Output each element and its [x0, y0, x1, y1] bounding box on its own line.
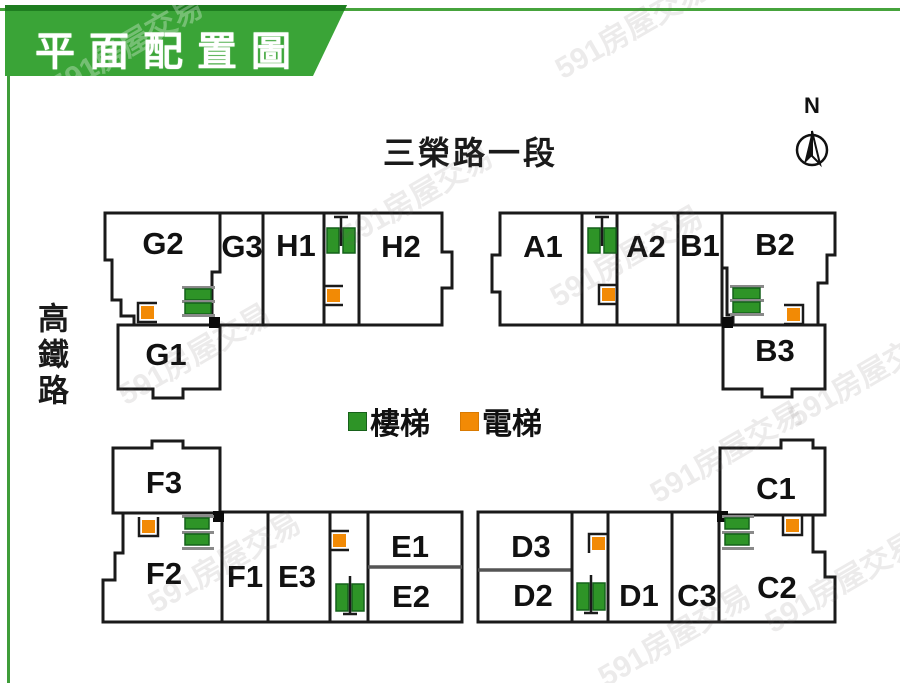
stairs-icon [724, 517, 750, 530]
unit-label-C2: C2 [757, 570, 797, 605]
unit-label-G1: G1 [145, 337, 186, 372]
elevator-icon [333, 534, 346, 547]
legend-item-elevator: 電梯 [460, 399, 542, 443]
elevator-bracket [328, 529, 349, 552]
stairs-legend-label: 樓梯 [370, 408, 430, 441]
unit-label-C1: C1 [756, 471, 796, 506]
elevator-icon [142, 520, 155, 533]
unit-B3 [721, 323, 827, 399]
stairs-icon [184, 288, 212, 301]
stairs-step-line [722, 531, 754, 534]
junction-dot [722, 317, 733, 328]
stairs-step-line [182, 286, 215, 289]
top-green-line [0, 8, 900, 11]
compass-icon [795, 130, 829, 168]
unit-C1 [718, 438, 827, 517]
stairs-icon [184, 517, 210, 530]
stairs-icon [732, 287, 761, 300]
unit-label-D2: D2 [513, 578, 553, 613]
unit-label-B2: B2 [755, 227, 795, 262]
legend: 樓梯 電梯 [348, 399, 542, 443]
street-label-top: 三榮路一段 [383, 135, 559, 171]
unit-label-B3: B3 [755, 333, 795, 368]
unit-label-F1: F1 [227, 559, 263, 594]
elevator-bracket [136, 301, 157, 324]
unit-label-H1: H1 [276, 228, 316, 263]
stairs-icon [342, 227, 356, 254]
unit-label-D1: D1 [619, 578, 659, 613]
elevator-bracket [137, 517, 160, 538]
stairs-step-line [182, 531, 214, 534]
elevator-legend-label: 電梯 [482, 408, 542, 441]
elevator-icon [786, 519, 799, 532]
unit-label-H2: H2 [381, 229, 421, 264]
unit-label-D3: D3 [511, 529, 551, 564]
unit-label-A1: A1 [523, 229, 563, 264]
stairs-icon [576, 582, 590, 611]
elevator-icon [592, 537, 605, 550]
stairs-icon [592, 582, 606, 611]
stairs-step-line [730, 285, 764, 288]
elevator-icon [787, 308, 800, 321]
stairs-swatch-icon [348, 411, 367, 431]
stairs-icon [184, 533, 210, 546]
junction-dot [209, 317, 220, 328]
unit-label-E3: E3 [278, 559, 316, 594]
elevator-icon [141, 306, 154, 319]
compass: N [792, 93, 832, 171]
stairs-icon [732, 301, 761, 314]
stairs-step-line [730, 299, 764, 302]
stairs-step-line [182, 547, 214, 550]
unit-label-F3: F3 [146, 465, 182, 500]
stairs-step-line [182, 300, 215, 303]
unit-label-E2: E2 [392, 579, 430, 614]
elevator-bracket [587, 532, 610, 553]
stairs-step-line [730, 313, 764, 316]
unit-label-C3: C3 [677, 578, 717, 613]
elevator-icon [327, 289, 340, 302]
page-title: 平面配置圖 [35, 30, 305, 74]
elevator-icon [602, 288, 615, 301]
elevator-bracket [322, 284, 343, 307]
elevator-bracket [784, 303, 805, 326]
stairs-icon [184, 302, 212, 315]
street-label-left: 高鐵路 [33, 302, 68, 410]
elevator-bracket [597, 283, 618, 306]
stairs-step-line [722, 547, 754, 550]
stairs-icon [603, 227, 617, 254]
unit-label-F2: F2 [146, 556, 182, 591]
unit-label-B1: B1 [680, 228, 720, 263]
unit-label-E1: E1 [391, 529, 429, 564]
legend-item-stairs: 樓梯 [348, 399, 430, 443]
stairs-step-line [182, 314, 215, 317]
unit-F3 [111, 439, 222, 515]
stairs-icon [351, 583, 365, 612]
stairs-icon [724, 533, 750, 546]
elevator-bracket [781, 516, 804, 537]
left-green-line [7, 8, 10, 683]
elevator-swatch-icon [460, 411, 479, 431]
compass-north-label: N [804, 93, 820, 118]
unit-G1 [116, 323, 222, 400]
stairs-icon [335, 583, 349, 612]
stairs-icon [326, 227, 340, 254]
unit-label-A2: A2 [626, 229, 666, 264]
title-banner: 平面配置圖 [5, 5, 347, 76]
stairs-step-line [182, 515, 214, 518]
unit-label-G3: G3 [221, 229, 262, 264]
junction-dot [213, 511, 224, 522]
stairs-icon [587, 227, 601, 254]
stairs-step-line [722, 515, 754, 518]
unit-label-G2: G2 [142, 226, 183, 261]
unit-H2 [357, 211, 454, 327]
